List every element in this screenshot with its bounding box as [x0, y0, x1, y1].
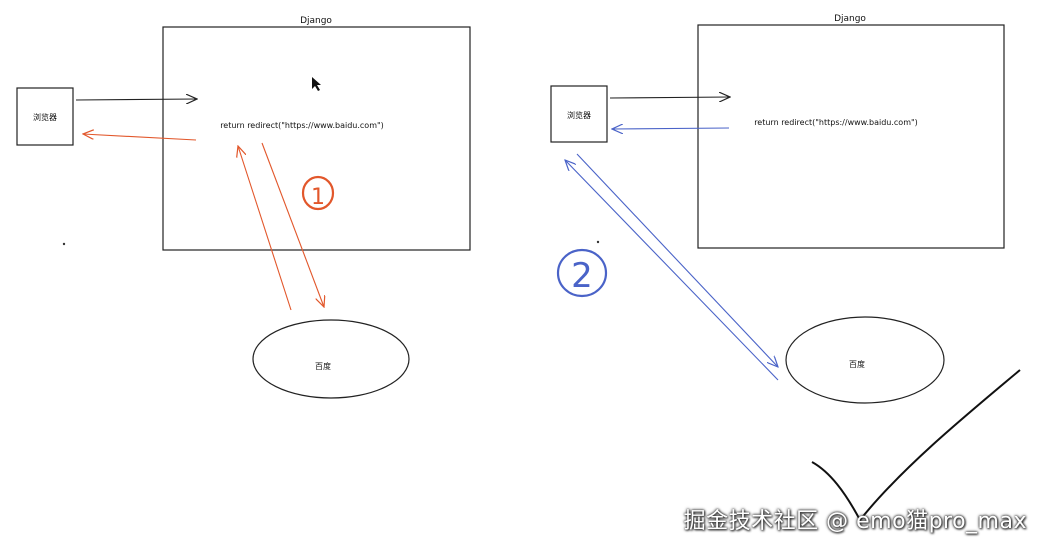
left-request-arrow — [75, 99, 197, 100]
checkmark-icon — [811, 369, 1021, 522]
right-browser-label: 浏览器 — [567, 110, 591, 120]
right-baidu-ellipse — [785, 316, 945, 404]
right-step-mark: 2 — [571, 256, 593, 296]
right-browser-box — [550, 85, 608, 143]
left-redirect-arrow — [83, 134, 197, 141]
left-down-arrow — [261, 142, 324, 307]
right-request-arrow — [609, 97, 730, 98]
left-up-arrow — [238, 146, 292, 311]
left-step-mark: 1 — [311, 185, 325, 210]
left-browser-box — [16, 87, 74, 146]
left-browser-label: 浏览器 — [33, 112, 57, 122]
left-baidu-ellipse — [252, 319, 410, 399]
right-django-title: Django — [834, 14, 866, 24]
right-dot — [596, 240, 600, 244]
left-code-text: return redirect("https://www.baidu.com") — [220, 121, 384, 130]
right-up-arrow — [565, 160, 779, 381]
right-django-box — [697, 24, 1005, 249]
left-step-circle — [301, 175, 335, 211]
left-dot — [62, 242, 66, 246]
right-redirect-arrow — [612, 128, 730, 129]
right-baidu-label: 百度 — [849, 359, 865, 369]
right-step-circle — [556, 248, 608, 298]
watermark: 掘金技术社区 @ emo猫pro_max — [683, 509, 1027, 534]
right-code-text: return redirect("https://www.baidu.com") — [754, 118, 918, 127]
left-django-title: Django — [300, 16, 332, 26]
left-diagram: Django 浏览器 return redirect("https://www.… — [16, 16, 471, 399]
cursor-arrow-icon — [312, 77, 321, 91]
right-down-arrow — [576, 153, 778, 367]
left-baidu-label: 百度 — [315, 361, 331, 371]
right-diagram: Django 浏览器 return redirect("https://www.… — [550, 14, 1021, 522]
left-django-box — [162, 26, 471, 251]
